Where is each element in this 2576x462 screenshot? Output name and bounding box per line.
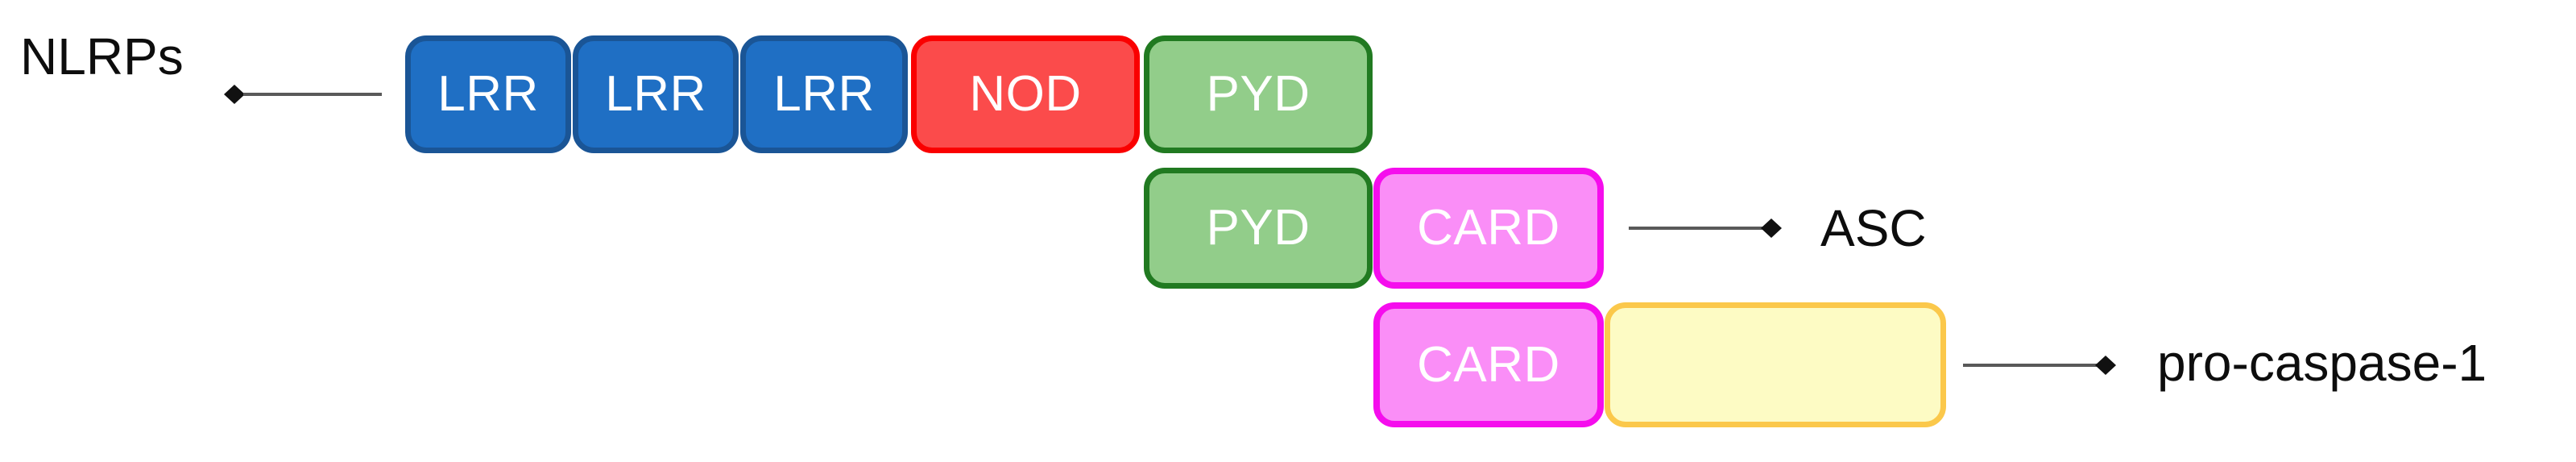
protein-label-asc: ASC <box>1820 199 1927 257</box>
protein-label-nlrps: NLRPs <box>20 27 184 85</box>
asc-connector <box>1629 212 1782 244</box>
domain-box-card-row2[interactable]: CARD <box>1373 168 1604 289</box>
domain-box-lrr-1[interactable]: LRR <box>405 35 571 153</box>
nlrps-connector <box>224 78 385 110</box>
domain-box-nod[interactable]: NOD <box>911 35 1140 153</box>
domain-box-pyd-row1[interactable]: PYD <box>1144 35 1373 153</box>
protein-label-pro-caspase-1: pro-caspase-1 <box>2157 334 2487 392</box>
pro-caspase-1-connector <box>1963 349 2116 381</box>
domain-box-catalytic-row3[interactable] <box>1605 302 1946 427</box>
domain-box-pyd-row2[interactable]: PYD <box>1144 168 1373 289</box>
domain-box-lrr-2[interactable]: LRR <box>573 35 739 153</box>
domain-box-lrr-3[interactable]: LRR <box>740 35 908 153</box>
domain-box-card-row3[interactable]: CARD <box>1373 302 1604 427</box>
